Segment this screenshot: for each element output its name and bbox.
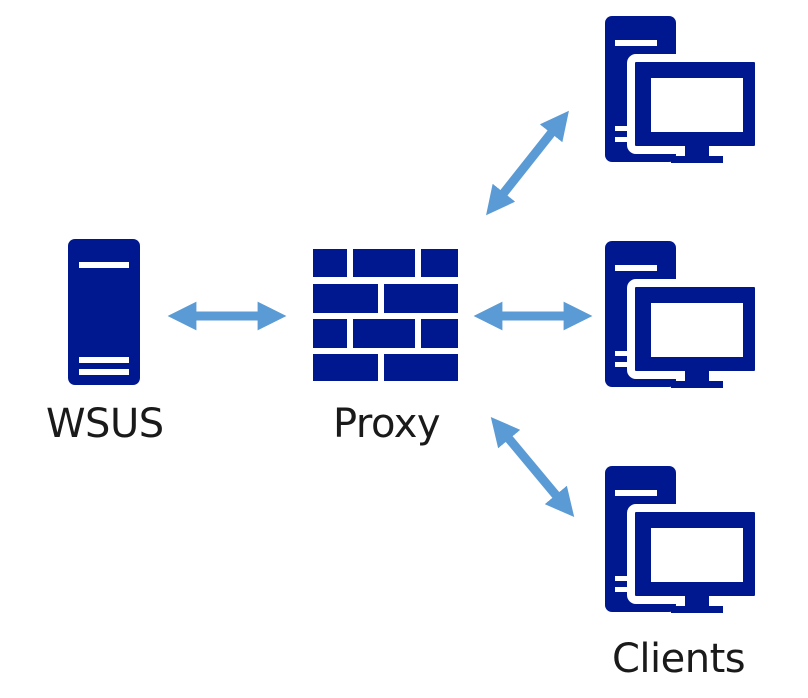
wsus-label: WSUS <box>46 401 164 447</box>
arrow-proxy-client-bottom <box>490 416 575 518</box>
wsus-server-icon <box>68 239 140 385</box>
client-computer-icon-top <box>605 16 759 163</box>
proxy-label: Proxy <box>333 401 441 447</box>
client-computer-icon-middle <box>605 241 759 388</box>
clients-label: Clients <box>612 636 746 682</box>
client-computer-icon-bottom <box>605 466 759 613</box>
arrow-proxy-client-top <box>486 110 569 216</box>
proxy-firewall-icon <box>313 249 458 381</box>
